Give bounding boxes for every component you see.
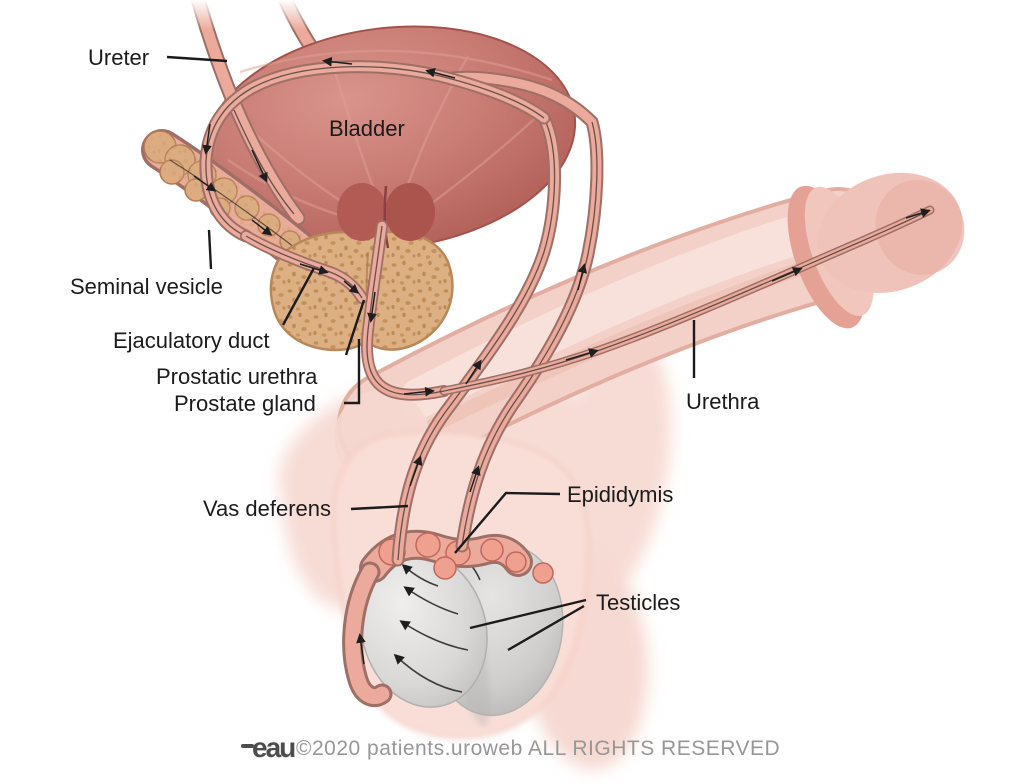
label-ureter: Ureter (88, 45, 149, 70)
label-epididymis: Epididymis (567, 482, 673, 507)
testicles (360, 543, 564, 727)
footer: eau ©2020 patients.uroweb ALL RIGHTS RES… (241, 732, 780, 763)
epididymis-lobules (378, 532, 554, 584)
eau-logo-dash (241, 744, 254, 748)
epididymis-leader-line (454, 491, 561, 554)
label-prostate-gland: Prostate gland (174, 391, 316, 416)
prostate-gland-leader-line (344, 339, 361, 405)
label-vas-deferens: Vas deferens (203, 496, 331, 521)
prostatic-urethra-leader-line (344, 299, 366, 356)
ureter-leader-line (166, 55, 228, 63)
copyright-text: ©2020 patients.uroweb ALL RIGHTS RESERVE… (296, 737, 780, 760)
label-testicles: Testicles (596, 590, 680, 615)
glans (787, 172, 965, 329)
testicles-leader-line-front (469, 598, 587, 630)
label-urethra: Urethra (686, 389, 760, 414)
top-fade (155, 0, 325, 30)
labels: Ureter Bladder Seminal vesicle Ejaculato… (70, 45, 760, 615)
label-bladder: Bladder (329, 116, 405, 141)
label-seminal-vesicle: Seminal vesicle (70, 274, 223, 299)
eau-logo: eau (252, 732, 295, 763)
label-prostatic-urethra: Prostatic urethra (156, 364, 318, 389)
testicles-leader-line-back (507, 604, 585, 652)
epididymis (342, 529, 554, 708)
bladder-neck (337, 183, 435, 249)
ejaculatory-duct-leader-line (281, 267, 316, 326)
leader-lines (166, 55, 696, 652)
seminal-vesicle-leader-line (207, 229, 213, 270)
label-ejaculatory-duct: Ejaculatory duct (113, 328, 270, 353)
vas-deferens-leader-line (350, 504, 409, 511)
